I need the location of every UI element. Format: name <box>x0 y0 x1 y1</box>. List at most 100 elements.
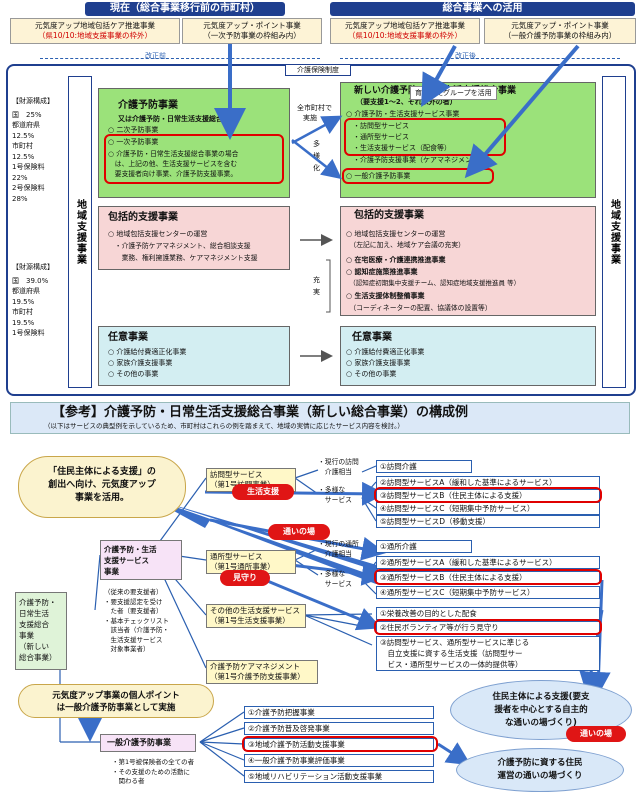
optional-title-after: 任意事業 <box>352 332 392 343</box>
new-program-item: ・介護予防支援事業（ケアマネジメント） <box>346 156 486 164</box>
day-current: ・現行の通所 <box>318 540 359 548</box>
optional-after-item: ○ 家族介護支援事業 <box>346 359 411 367</box>
optional-box-before <box>98 326 290 386</box>
before-line <box>40 58 320 59</box>
optional-after-item: ○ その他の事業 <box>346 370 397 378</box>
general-item: ②介護予防普及啓発事業 <box>244 722 434 735</box>
genki-point-box-after: 元気度アップ・ポイント事業（一般介護予防事業の枠組み内） <box>484 18 636 44</box>
prevention-sub: 又は介護予防・日常生活支援総合事業 <box>118 115 237 123</box>
resident-run-oval: 介護予防に資する住民運営の通いの場づくり <box>456 748 624 792</box>
highlight-visit-b <box>374 487 602 503</box>
prevention-box-before <box>98 88 290 198</box>
other-item-3: ③訪問型サービス、通所型サービスに準じる 自立支援に資する生活支援（訪問型サー … <box>376 636 600 671</box>
visit-item: ①訪問介護 <box>376 460 472 473</box>
day-various: サービス <box>318 580 352 588</box>
optional-box-after <box>340 326 596 386</box>
inclusive-after-item: （左記に加え、地域ケア会議の充実） <box>346 241 465 249</box>
optional-after-item: ○ 介護給付費適正化事業 <box>346 348 425 356</box>
diversify-label: 様 <box>313 152 320 160</box>
root-box: 介護予防・日常生活支援総合事業（新しい総合事業） <box>15 592 67 670</box>
general-item: ①介護予防把握事業 <box>244 706 434 719</box>
optional-item: ○ 介護給付費適正化事業 <box>108 348 187 356</box>
day-current: 介護相当 <box>318 550 352 558</box>
visit-item: ⑤訪問型サービスD（移動支援） <box>376 515 600 528</box>
inclusive-title-after: 包括的支援事業 <box>354 210 424 221</box>
bottom-title: 【参考】介護予防・日常生活支援総合事業（新しい総合事業）の構成例 <box>52 405 469 420</box>
inclusive-item: ○ 地域包括支援センターの運営 <box>108 230 208 238</box>
life-support-tag: 生活支援 <box>232 484 294 500</box>
general-item: ⑤地域リハビリテーション活動支援事業 <box>244 770 434 783</box>
resident-support-bubble: 「住民主体による支援」の創出へ向け、元気度アップ事業を活用。 <box>18 456 186 518</box>
top-arrows <box>214 44 580 362</box>
highlight-service-types <box>344 118 506 156</box>
inclusive-item: ・介護予防ケアマネジメント、総合相談支援 <box>108 242 251 250</box>
inclusive-after-item: （コーディネーターの配置、協議体の設置等） <box>346 304 492 312</box>
genki-care-box-before: 元気度アップ地域包括ケア推進事業（県10/10:地域支援事業の枠外） <box>10 18 180 44</box>
enhance-label: 実 <box>313 288 320 296</box>
highlight-primary-prevention <box>104 134 284 184</box>
new-program-sub: （要支援1～2、それ以外の者） <box>356 98 457 106</box>
new-program-box <box>340 82 596 198</box>
new-program-item: ・訪問型サービス <box>346 122 409 130</box>
new-program-item: ・生活支援サービス（配食等） <box>346 144 451 152</box>
inclusive-item: 業務、権利擁護業務、ケアマネジメント支援 <box>108 254 258 262</box>
enhance-label: 充 <box>313 276 320 284</box>
gathering-place-tag: 通いの場 <box>268 524 330 540</box>
new-program-item: ○ 一般介護予防事業 <box>346 172 411 180</box>
optional-item: ○ その他の事業 <box>108 370 159 378</box>
point-bubble: 元気度アップ事業の個人ポイントは一般介護予防事業として実施 <box>18 684 214 718</box>
prevention-item: は、上記の他、生活支援サービスを含む <box>108 160 238 168</box>
gathering-place-tag-2: 通いの場 <box>566 726 626 742</box>
visit-item: ④訪問型サービスC（短期集中予防サービス） <box>376 502 600 515</box>
diversify-label: 化 <box>313 164 320 172</box>
day-item: ①通所介護 <box>376 540 472 553</box>
care-management-label: 介護予防ケアマネジメント（第1号介護予防支援事業） <box>206 660 318 684</box>
bottom-subtitle: （以下はサービスの典型例を示しているため、市町村はこれらの例を踏まえて、地域の実… <box>44 422 404 430</box>
prevention-item: 要支援者向け事業、介護予防支援事業。 <box>108 170 238 178</box>
day-item: ②通所型サービスA（緩和した基準によるサービス） <box>376 556 600 569</box>
day-various: ・多様な <box>318 570 346 578</box>
optional-title: 任意事業 <box>108 332 148 343</box>
visit-various: ・多様な <box>318 486 346 494</box>
inclusive-box-after <box>340 206 596 316</box>
left-region-label: 地域支援事業 <box>68 76 92 388</box>
new-program-item: ○ 介護予防・生活支援サービス事業 <box>346 110 460 118</box>
bottom-title-bar <box>10 402 630 434</box>
optional-item: ○ 家族介護支援事業 <box>108 359 173 367</box>
visit-current: ・現行の訪問 <box>318 458 359 466</box>
inclusive-after-item: ○ 在宅医療・介護連携推進事業 <box>346 256 446 264</box>
prevention-item: ○ 一次予防事業 <box>108 138 159 146</box>
all-municipalities-label: 実施 <box>303 114 317 122</box>
watch-tag: 見守り <box>220 570 270 586</box>
after-line <box>340 58 620 59</box>
current-header: 現在（総合事業移行前の市町村） <box>85 2 285 16</box>
visit-current: 介護相当 <box>318 468 352 476</box>
general-prevention-note: ・第1号被保険者の全ての者・その支援のための活動に 関わる者 <box>112 758 195 785</box>
inclusive-title: 包括的支援事業 <box>108 212 178 223</box>
prevention-title: 介護予防事業 <box>118 100 178 111</box>
prevention-item: ○ 二次予防事業 <box>108 126 159 134</box>
visit-various: サービス <box>318 496 352 504</box>
new-program-item: ・通所型サービス <box>346 133 409 141</box>
inclusive-box-before <box>98 206 290 270</box>
general-prevention-box: 一般介護予防事業 <box>100 734 196 752</box>
genki-care-box-after: 元気度アップ地域包括ケア推進事業（県10/10:地域支援事業の枠外） <box>330 18 480 44</box>
service-target-note: （従来の要支援者）・要支援認定を受け た者（要支援者）・基本チェックリスト 該当… <box>104 588 169 653</box>
system-label: 介護保険制度 <box>285 64 351 76</box>
before-label: 改正前 <box>145 52 166 60</box>
prevention-item: ○ 介護予防・日常生活支援総合事業の場合 <box>108 150 239 158</box>
inclusive-after-item: ○ 地域包括支援センターの運営 <box>346 230 446 238</box>
highlight-day-b <box>374 569 602 585</box>
after-header: 総合事業への活用 <box>330 2 635 16</box>
service-program-box: 介護予防・生活支援サービス事業 <box>100 540 182 580</box>
inclusive-after-item: ○ 生活支援体制整備事業 <box>346 292 425 300</box>
other-service-label: その他の生活支援サービス（第1号生活支援事業） <box>206 604 306 628</box>
genki-point-box-before: 元気度アップ・ポイント事業（一次予防事業の枠組み内） <box>182 18 322 44</box>
inclusive-after-item: ○ 認知症施策推進事業 <box>346 268 418 276</box>
inclusive-after-item: （認知症初期集中支援チーム、認知症地域支援推進員 等） <box>346 279 521 287</box>
general-item: ④一般介護予防事業評価事業 <box>244 754 434 767</box>
after-label: 改正後 <box>455 52 476 60</box>
all-municipalities-label: 全市町村で <box>297 104 332 112</box>
